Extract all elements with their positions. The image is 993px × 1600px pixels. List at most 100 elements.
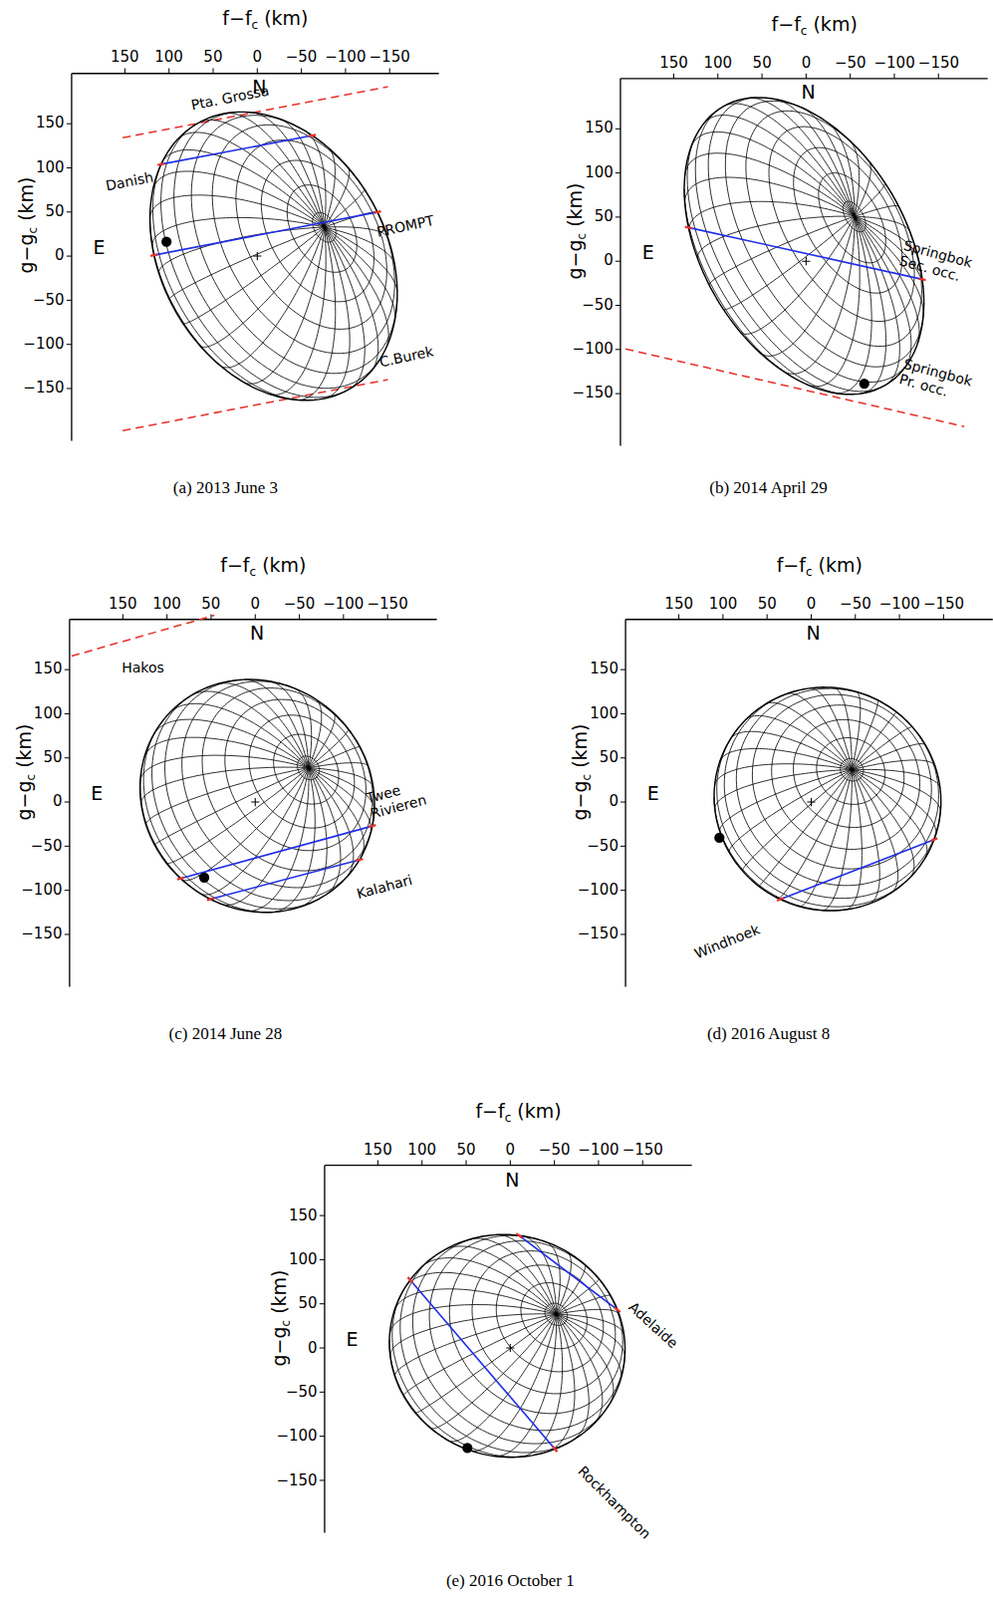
top-axis (69, 618, 438, 620)
tick-mark (761, 73, 763, 79)
tick-mark (615, 216, 621, 218)
ellipsoid-limb (150, 111, 398, 400)
ellipsoid-limb (714, 687, 942, 911)
station-name: Springbok Pr. occ. (897, 355, 986, 408)
tick-label: 100 (704, 54, 734, 72)
tick-label: −50 (285, 1383, 318, 1401)
tick-mark (673, 73, 675, 79)
tick-mark (122, 614, 124, 620)
tick-label: 50 (42, 748, 62, 766)
chord-error-bar (374, 211, 382, 213)
x-axis-label: f−fc(km) (771, 12, 858, 38)
tick-label: −100 (22, 335, 64, 353)
tick-label: 150 (108, 595, 138, 613)
tick-label: −50 (839, 595, 872, 613)
tick-label: 0 (249, 595, 260, 613)
tick-label: −100 (324, 49, 366, 67)
occultation-chord (180, 825, 372, 879)
tick-label: −100 (572, 340, 614, 358)
tick-mark (805, 73, 807, 79)
tick-label: 0 (608, 793, 619, 811)
station-name: Windhoek (691, 920, 761, 962)
north-marker: N (800, 81, 815, 104)
occultation-chord (161, 135, 313, 165)
tick-label: −50 (283, 595, 316, 613)
tick-mark (678, 614, 680, 620)
tick-mark (615, 172, 621, 174)
tick-label: 100 (152, 595, 182, 613)
tick-mark (66, 255, 72, 257)
tick-mark (319, 1435, 325, 1437)
tick-label: 100 (589, 705, 619, 723)
tick-label: −150 (367, 595, 409, 613)
tick-mark (620, 889, 626, 891)
y-axis-label: g−gc(km) (267, 1268, 293, 1366)
tick-mark (615, 128, 621, 130)
axis-subscript: c (23, 772, 38, 780)
tick-label: 100 (154, 49, 184, 67)
tick-label: −150 (572, 385, 614, 403)
chord-error-bar (552, 1446, 558, 1452)
tick-label: 50 (599, 748, 619, 766)
tick-label: −100 (874, 54, 916, 72)
east-marker: E (92, 237, 105, 259)
tick-label: −150 (923, 595, 965, 613)
tick-mark (344, 68, 346, 74)
tick-label: 0 (54, 248, 65, 265)
tick-label: −100 (20, 881, 62, 899)
tick-mark (64, 845, 70, 847)
tick-label: −50 (30, 837, 63, 855)
negative-chord (122, 379, 388, 431)
east-marker: E (90, 782, 103, 805)
chord-error-bar (919, 278, 927, 281)
axis-subscript: c (25, 227, 40, 235)
station-name: Adelaide (625, 1298, 682, 1352)
axis-subscript: c (278, 1319, 293, 1327)
ellipsoid-limb (140, 679, 375, 913)
tick-mark (66, 299, 72, 301)
tick-label: 100 (584, 164, 614, 182)
tick-mark (256, 68, 258, 74)
tick-label: −150 (577, 926, 619, 944)
ellipsoid-grid (389, 1234, 625, 1457)
tick-mark (620, 801, 626, 803)
chord-error-bar (515, 1233, 522, 1238)
tick-mark (64, 756, 70, 758)
left-axis (70, 73, 72, 442)
tick-mark (597, 1160, 599, 1166)
tick-label: 150 (664, 595, 694, 613)
chord-error-bar (685, 227, 693, 230)
surface-marker (462, 1442, 473, 1453)
y-axis-label: g−gc(km) (563, 182, 589, 279)
surface-marker (199, 872, 210, 883)
axis-variable: f−f (220, 553, 249, 576)
tick-mark (254, 614, 256, 620)
tick-mark (64, 889, 70, 891)
axis-unit: (km) (267, 1268, 290, 1313)
tick-mark (849, 73, 851, 79)
tick-label: 50 (752, 54, 772, 72)
tick-label: 100 (35, 159, 65, 177)
tick-label: 0 (505, 1141, 516, 1159)
axis-unit: (km) (14, 177, 37, 222)
axis-unit: (km) (263, 7, 308, 30)
tick-label: −100 (577, 881, 619, 899)
chord-error-bar (177, 877, 185, 880)
tick-mark (620, 845, 626, 847)
axis-subscript: c (574, 232, 589, 240)
chord-error-bar (931, 837, 939, 841)
surface-marker (161, 237, 172, 248)
surface-marker (714, 832, 725, 843)
tick-mark (717, 73, 719, 79)
x-axis-label: f−fc(km) (222, 7, 308, 33)
left-axis (68, 619, 70, 988)
tick-mark (766, 614, 768, 620)
tick-mark (943, 614, 945, 620)
center-cross (252, 251, 261, 260)
center-cross (806, 797, 815, 806)
station-name: Kalahari (355, 871, 415, 902)
axis-subscript: c (579, 772, 594, 780)
left-axis (619, 78, 621, 447)
axis-subscript: c (249, 564, 257, 579)
